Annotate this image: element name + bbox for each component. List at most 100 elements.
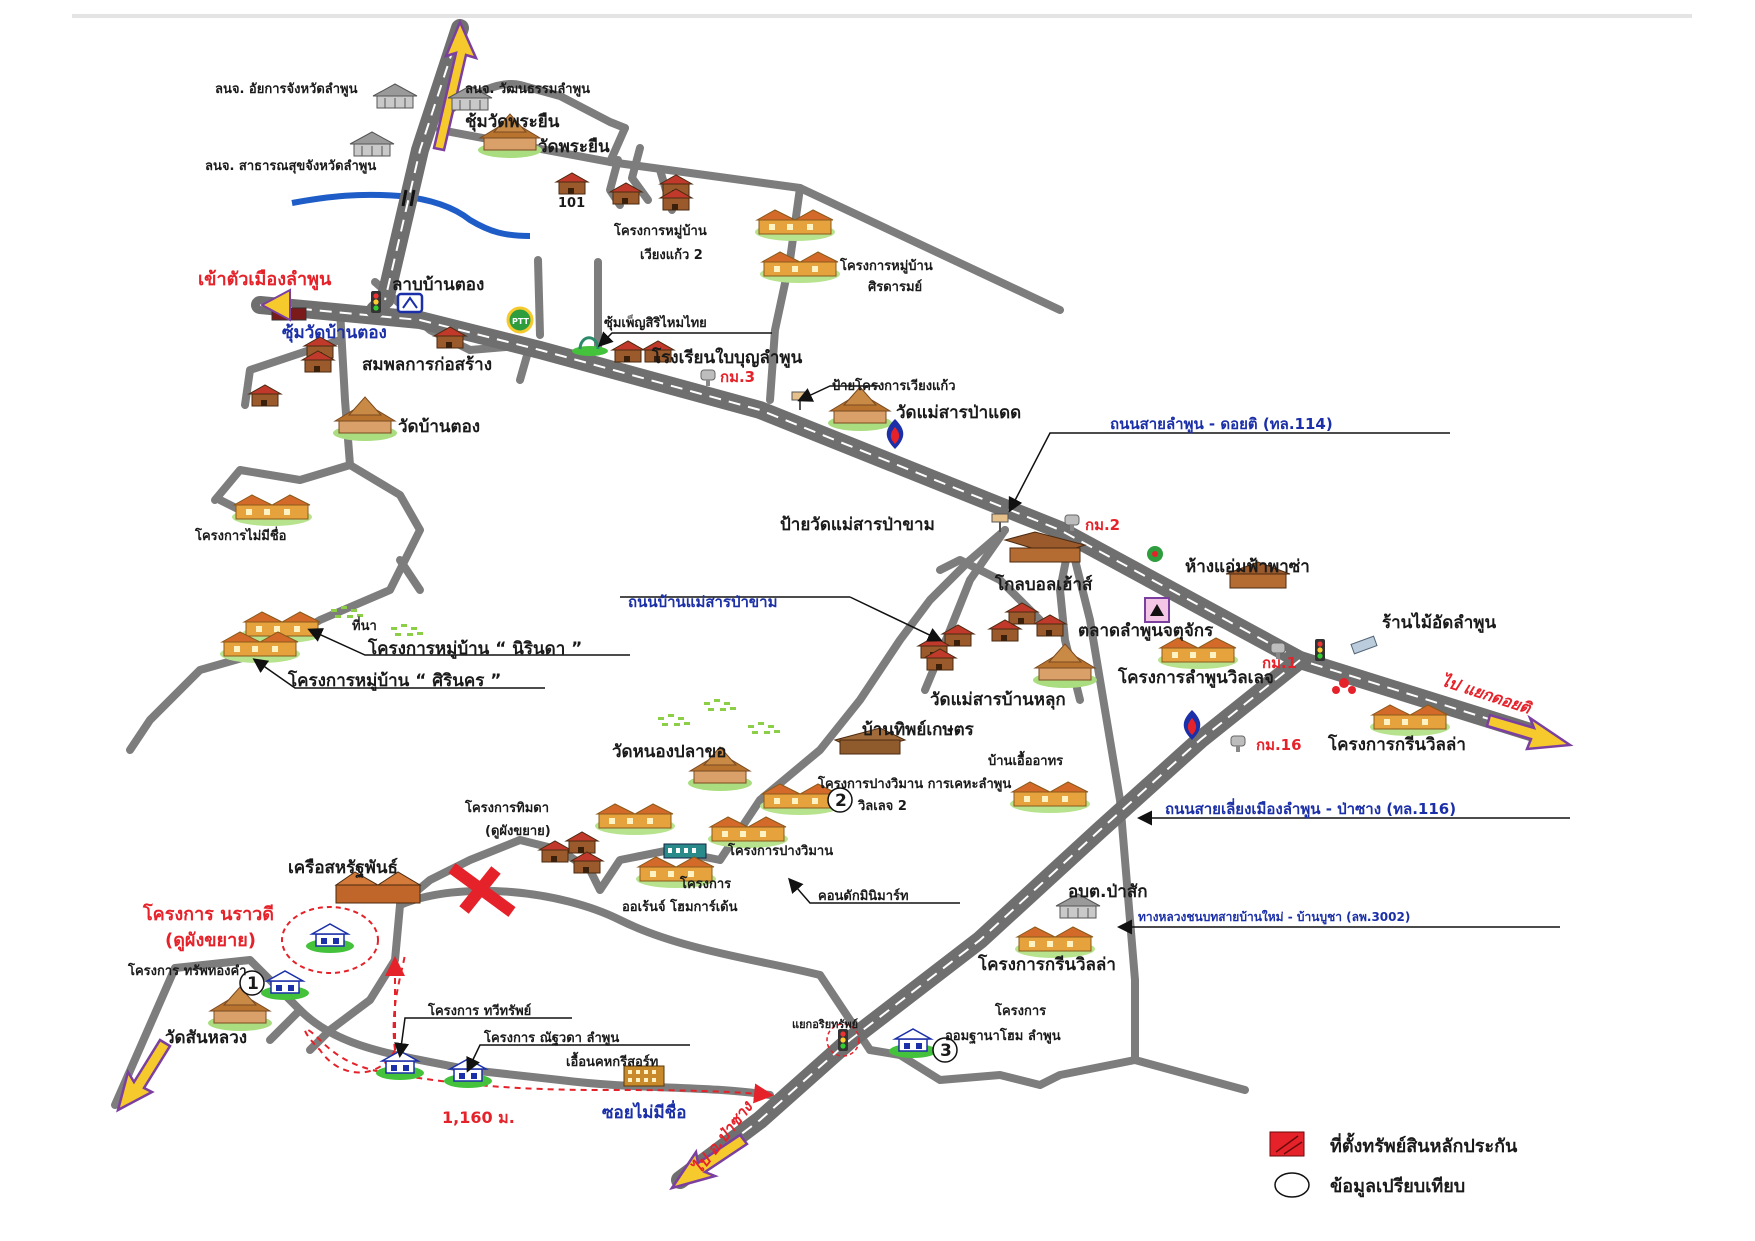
house-icon xyxy=(1157,637,1239,670)
house-icon xyxy=(1005,602,1039,625)
label-pai-wat-pakham: ป้ายวัดแม่สารป่าขาม xyxy=(780,515,935,535)
label-khao-muang: เข้าตัวเมืองลำพูน xyxy=(198,269,332,291)
label-kh-wiang2-a: โครงการหมู่บ้าน xyxy=(613,222,707,239)
house-icon xyxy=(611,340,645,363)
sign-post-icon xyxy=(991,513,1009,532)
label-road116: ถนนสายเลี่ยงเมืองลำพูน - ป่าซาง (ทล.116) xyxy=(1165,798,1456,819)
house-icon xyxy=(305,923,355,954)
temple-icon xyxy=(1032,643,1098,689)
school-icon xyxy=(572,336,608,356)
label-kh-thip-kham: โครงการ ทรัพทองคำ xyxy=(127,962,247,979)
house-icon xyxy=(594,803,676,836)
building-icon xyxy=(833,727,907,755)
house-icon xyxy=(888,1028,938,1059)
label-km1: กม.1 xyxy=(1262,654,1297,672)
marker-number: 1 xyxy=(247,974,259,994)
label-1160: 1,160 ม. xyxy=(442,1108,515,1127)
pointer-lines xyxy=(252,331,1570,1073)
label-wat-sanluang: วัดสันหลวง xyxy=(165,1028,247,1048)
label-kh-omthana-a: โครงการ xyxy=(994,1002,1046,1019)
label-kh-chatchaya: โครงการ ณัฐวดา ลำพูน xyxy=(483,1029,619,1047)
comparison-marker-3: 3 xyxy=(932,1037,958,1063)
label-kh-green1: โครงการกรีนวิลล่า xyxy=(1327,734,1466,755)
label-ran-mai: ร้านไม้อัดลำพูน xyxy=(1382,612,1496,634)
label-thina: ที่นา xyxy=(352,616,377,634)
field-icon xyxy=(748,722,780,734)
house-icon xyxy=(565,831,599,854)
label-wat-phrayuen: วัดพระยืน xyxy=(538,136,610,157)
label-condo: คอนดักมินิมาร์ท xyxy=(818,888,909,904)
label-pai-wiang: ป้ายโครงการเวียงแก้ว xyxy=(832,377,956,394)
label-kh-thimda-b: (ดูผังขยาย) xyxy=(485,824,551,839)
narawadi-highlight xyxy=(281,906,379,974)
label-somphon: สมพลการก่อสร้าง xyxy=(362,355,492,375)
resort-icon xyxy=(623,1065,665,1087)
svg-text:PTT: PTT xyxy=(512,317,530,326)
label-ueannakhon: เอื้อนคหกรีสอร์ท xyxy=(566,1051,658,1070)
legend-label-comparison: ข้อมูลเปรียบเทียบ xyxy=(1330,1176,1465,1198)
sign-post-icon xyxy=(791,391,809,410)
label-wat-maesarn-banluk: วัดแม่สารบ้านหลุก xyxy=(930,690,1066,710)
minor-roads xyxy=(111,80,1249,1109)
truck-icon xyxy=(1350,635,1378,655)
traffic-light-icon xyxy=(371,291,381,313)
label-soi-no-name: ซอยไม่มีชื่อ xyxy=(602,1100,686,1123)
label-ban-thip: บ้านทิพย์เกษตร xyxy=(862,719,975,740)
label-kh-thimda-a: โครงการทิมดา xyxy=(464,799,549,816)
label-thanon-bmp: ถนนบ้านแม่สารป่าขาม xyxy=(628,593,778,611)
label-chum-bantong: ซุ้มวัดบ้านตอง xyxy=(282,323,387,343)
arrow-icon xyxy=(116,18,1574,1191)
label-kh-sirin: โครงการหมู่บ้าน “ ศิรินคร ” xyxy=(287,670,501,692)
traffic-light-icon xyxy=(838,1029,848,1051)
field-icon xyxy=(658,714,690,726)
label-kh-wiang2-b: เวียงแก้ว 2 xyxy=(640,247,703,263)
road-116 xyxy=(671,651,1309,1189)
marker-icon xyxy=(1147,546,1163,562)
house-icon xyxy=(1369,704,1451,737)
ptt-gas-icon: PTT xyxy=(506,306,534,334)
label-yaek-khum: แยกอริยทรัพย์ xyxy=(792,1018,858,1031)
label-kh-nirin: โครงการหมู่บ้าน “ นิรินดา ” xyxy=(367,638,582,660)
house-icon xyxy=(231,494,313,527)
label-talat: ตลาดลำพูนจตุจักร xyxy=(1078,621,1214,642)
label-wat-bantong: วัดบ้านตอง xyxy=(398,417,480,437)
field-icon xyxy=(391,624,423,636)
label-kh-sira-b: ศิรดารมย์ xyxy=(868,279,922,295)
label-kh-pangwiman: โครงการปางวิมาน xyxy=(727,842,833,859)
legend-item-property: ที่ตั้งทรัพย์สินหลักประกัน xyxy=(1269,1131,1518,1157)
house-icon xyxy=(1014,926,1096,959)
shop-icon xyxy=(663,843,707,859)
top-rule xyxy=(72,14,1692,18)
comparison-marker-2: 2 xyxy=(827,787,853,813)
label-ban-ua: บ้านเอื้ออาทร xyxy=(988,750,1063,769)
house-icon xyxy=(248,384,282,407)
label-wat-maesarn-pakhae: วัดแม่สารป่าแดด xyxy=(896,403,1021,423)
house-icon xyxy=(1009,781,1091,814)
label-villa2: วิลเลจ 2 xyxy=(857,799,907,814)
factory-icon xyxy=(334,871,422,904)
traffic-light-icon xyxy=(1315,639,1325,661)
main-north-road xyxy=(366,19,469,319)
km-marker-icon xyxy=(1230,735,1246,753)
market-icon xyxy=(1144,597,1170,623)
label-kh-orange-b: ออเร้นจ์ โฮมการ์เด้น xyxy=(622,898,738,915)
label-khruea: เครือสหรัฐพันธ์ xyxy=(288,857,398,879)
building-icon xyxy=(1003,531,1087,563)
label-global: โกลบอลเฮ้าส์ xyxy=(994,574,1093,595)
label-school: โรงเรียนใบบุญลำพูน xyxy=(651,347,803,369)
red-cross-icon xyxy=(1332,678,1356,694)
label-kh-lamphun-villa: โครงการลำพูนวิลเลจ xyxy=(1117,667,1274,689)
building-icon xyxy=(1225,561,1291,589)
label-homepro: ห้างแอ่มฟ้าพาซ่า xyxy=(1185,557,1310,577)
label-101: 101 xyxy=(558,196,585,211)
property-marker-icon xyxy=(448,863,516,917)
label-chum-phen: ซุ้มเพ็ญสิริไหมไทย xyxy=(604,313,707,331)
label-kh-thawee: โครงการ ทวีทรัพย์ xyxy=(427,1002,531,1019)
label-km3: กม.3 xyxy=(720,368,755,386)
legend-label-property: ที่ตั้งทรัพย์สินหลักประกัน xyxy=(1330,1132,1518,1157)
label-aiyakan: ลนจ. อัยการจังหวัดลำพูน xyxy=(215,81,358,97)
legend-item-comparison: ข้อมูลเปรียบเทียบ xyxy=(1274,1172,1465,1198)
sign-icon xyxy=(259,288,307,322)
label-watthana: ลนจ. วัฒนธรรมลำพูน xyxy=(465,81,590,97)
